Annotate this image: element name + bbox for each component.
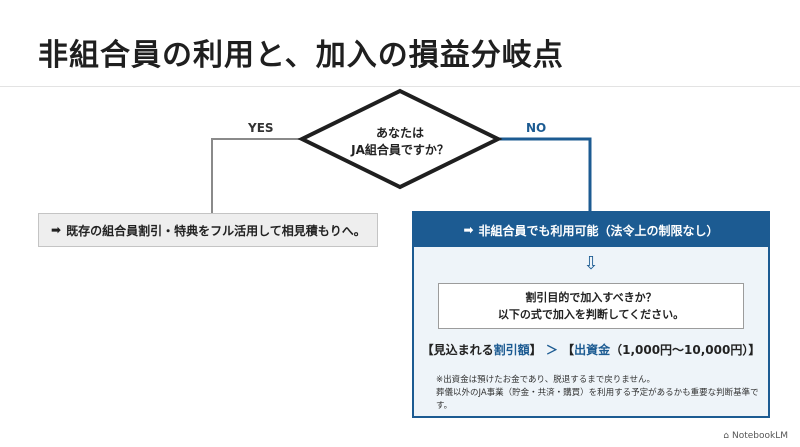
notebook-logo-icon: ⌂ [723, 431, 729, 441]
right-arrow-icon: ➡ [463, 223, 474, 237]
footnote-line2: 葬儀以外のJA事業（貯金・共済・購買）を利用する予定があるかも重要な判断基準です… [436, 388, 759, 411]
yes-outcome-text: 既存の組合員割引・特典をフル活用して相見積もりへ。 [66, 223, 366, 238]
yes-connector [211, 138, 302, 213]
no-outcome-panel: ➡ 非組合員でも利用可能（法令上の制限なし） ⇩ 割引目的で加入すべきか？ 以下… [412, 211, 770, 418]
join-question-line2: 以下の式で加入を判断してください。 [497, 308, 685, 321]
down-arrow-icon: ⇩ [583, 253, 599, 274]
right-arrow-icon: ➡ [51, 223, 62, 237]
title-divider [0, 86, 800, 87]
formula-open1: 【見込まれる [421, 343, 494, 357]
formula-open2: 【 [562, 343, 575, 357]
footnote-line1: ※出資金は預けたお金であり、脱退するまで戻りません。 [436, 375, 655, 385]
decision-question-line1: あなたは [375, 126, 424, 140]
formula-close2: 】 [748, 343, 761, 357]
formula-operator: ＞ [545, 343, 558, 357]
formula-term-discount: 割引額 [493, 343, 530, 357]
formula-term-investment: 出資金 [574, 343, 611, 357]
formula-range: （1,000円〜10,000円） [610, 343, 749, 357]
formula-close1: 】 [529, 343, 542, 357]
join-question-box: 割引目的で加入すべきか？ 以下の式で加入を判断してください。 [438, 283, 744, 329]
no-outcome-header: ➡ 非組合員でも利用可能（法令上の制限なし） [414, 213, 768, 247]
watermark-text: NotebookLM [731, 431, 788, 441]
yes-outcome-box: ➡ 既存の組合員割引・特典をフル活用して相見積もりへ。 [38, 213, 378, 247]
no-outcome-header-text: 非組合員でも利用可能（法令上の制限なし） [478, 223, 719, 238]
no-connector [498, 137, 592, 211]
decision-question: あなたは JA組合員ですか？ [320, 125, 480, 159]
no-label: NO [526, 121, 547, 135]
decision-diamond [297, 88, 503, 190]
yes-label: YES [248, 121, 274, 135]
page-title: 非組合員の利用と、加入の損益分岐点 [38, 38, 564, 73]
join-question-line1: 割引目的で加入すべきか？ [525, 291, 657, 304]
footnote: ※出資金は預けたお金であり、脱退するまで戻りません。 葬儀以外のJA事業（貯金・… [436, 374, 768, 413]
watermark: ⌂ NotebookLM [723, 431, 788, 441]
decision-question-line2: JA組合員ですか？ [351, 143, 449, 157]
breakeven-formula: 【見込まれる割引額】 ＞ 【出資金（1,000円〜10,000円）】 [414, 341, 768, 358]
